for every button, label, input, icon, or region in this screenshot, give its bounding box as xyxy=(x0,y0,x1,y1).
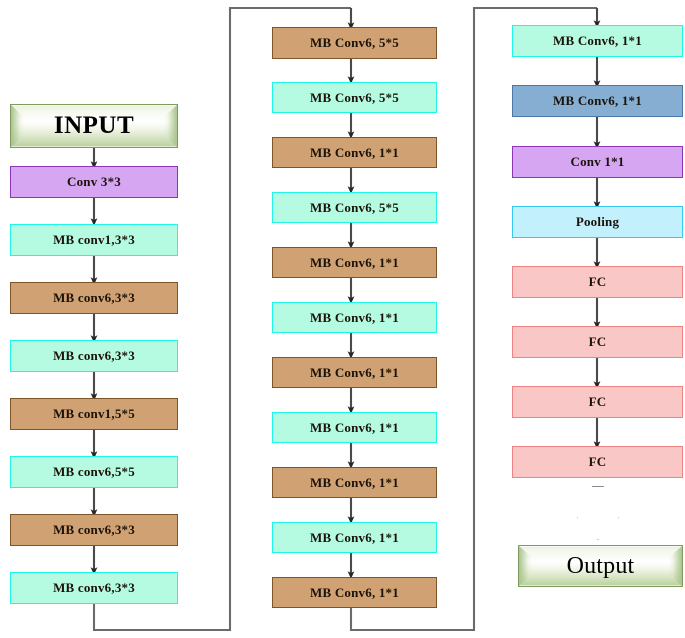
node-label: FC xyxy=(588,454,607,469)
node-label: MB Conv6, 1*1 xyxy=(310,529,399,545)
node-c2-9[interactable]: MB Conv6, 1*1 xyxy=(272,467,437,498)
node-mb-conv6-3x3-b[interactable]: MB conv6,3*3 xyxy=(10,340,178,372)
node-c2-6[interactable]: MB Conv6, 1*1 xyxy=(272,302,437,333)
node-label: FC xyxy=(588,334,607,349)
node-c2-8[interactable]: MB Conv6, 1*1 xyxy=(272,412,437,443)
node-label: FC xyxy=(588,394,607,409)
node-c2-2[interactable]: MB Conv6, 5*5 xyxy=(272,82,437,113)
node-label: MB Conv6, 5*5 xyxy=(310,35,399,50)
node-c2-11[interactable]: MB Conv6, 1*1 xyxy=(272,577,437,608)
node-pooling[interactable]: Pooling xyxy=(512,206,683,238)
node-mb-conv1-3x3[interactable]: MB conv1,3*3 xyxy=(10,224,178,256)
node-label: MB conv6,3*3 xyxy=(53,580,135,595)
node-label: INPUT xyxy=(53,112,135,139)
node-c2-3[interactable]: MB Conv6, 1*1 xyxy=(272,137,437,168)
node-fc-3[interactable]: FC xyxy=(512,386,683,418)
node-label: MB Conv6, 1*1 xyxy=(310,309,399,325)
node-label: MB Conv6, 1*1 xyxy=(310,144,399,160)
node-conv-3x3[interactable]: Conv 3*3 xyxy=(10,166,178,198)
node-label: MB Conv6, 5*5 xyxy=(310,89,399,105)
node-label: MB Conv6, 1*1 xyxy=(310,364,399,380)
node-fc-1[interactable]: FC xyxy=(512,266,683,298)
node-input[interactable]: INPUT xyxy=(10,104,178,148)
node-c2-4[interactable]: MB Conv6, 5*5 xyxy=(272,192,437,223)
node-label: MB Conv6, 1*1 xyxy=(553,33,642,48)
node-label: MB Conv6, 1*1 xyxy=(310,474,399,490)
node-mb-conv1-5x5[interactable]: MB conv1,5*5 xyxy=(10,398,178,430)
node-c2-5[interactable]: MB Conv6, 1*1 xyxy=(272,247,437,278)
down-block-arrow-icon xyxy=(577,486,619,540)
node-mb-conv6-5x5[interactable]: MB conv6,5*5 xyxy=(10,456,178,488)
node-fc-4[interactable]: FC xyxy=(512,446,683,478)
node-conv-1x1[interactable]: Conv 1*1 xyxy=(512,146,683,178)
node-c3-mb-conv6-cyan[interactable]: MB Conv6, 1*1 xyxy=(512,25,683,57)
node-label: MB conv6,3*3 xyxy=(53,522,135,537)
node-mb-conv6-3x3-a[interactable]: MB conv6,3*3 xyxy=(10,282,178,314)
node-c2-7[interactable]: MB Conv6, 1*1 xyxy=(272,357,437,388)
node-label: MB Conv6, 5*5 xyxy=(310,199,399,215)
node-label: MB conv6,3*3 xyxy=(53,348,135,363)
node-c2-1[interactable]: MB Conv6, 5*5 xyxy=(272,27,437,59)
node-label: MB conv6,3*3 xyxy=(53,290,135,305)
node-label: Conv 3*3 xyxy=(67,174,121,189)
node-label: MB Conv6, 1*1 xyxy=(553,93,642,108)
node-label: Output xyxy=(566,552,635,579)
node-c2-10[interactable]: MB Conv6, 1*1 xyxy=(272,522,437,553)
node-label: MB conv1,3*3 xyxy=(53,232,135,247)
node-label: FC xyxy=(588,274,607,289)
node-mb-conv6-3x3-d[interactable]: MB conv6,3*3 xyxy=(10,572,178,604)
node-label: Conv 1*1 xyxy=(570,154,625,169)
node-label: MB Conv6, 1*1 xyxy=(310,254,399,270)
node-label: MB conv6,5*5 xyxy=(53,464,135,479)
node-c3-mb-conv6-blue[interactable]: MB Conv6, 1*1 xyxy=(512,85,683,117)
node-label: MB conv1,5*5 xyxy=(53,406,135,421)
node-label: MB Conv6, 1*1 xyxy=(310,584,399,600)
node-label: Pooling xyxy=(575,214,620,229)
node-label: MB Conv6, 1*1 xyxy=(310,419,399,435)
node-fc-2[interactable]: FC xyxy=(512,326,683,358)
node-output[interactable]: Output xyxy=(518,545,683,587)
node-mb-conv6-3x3-c[interactable]: MB conv6,3*3 xyxy=(10,514,178,546)
